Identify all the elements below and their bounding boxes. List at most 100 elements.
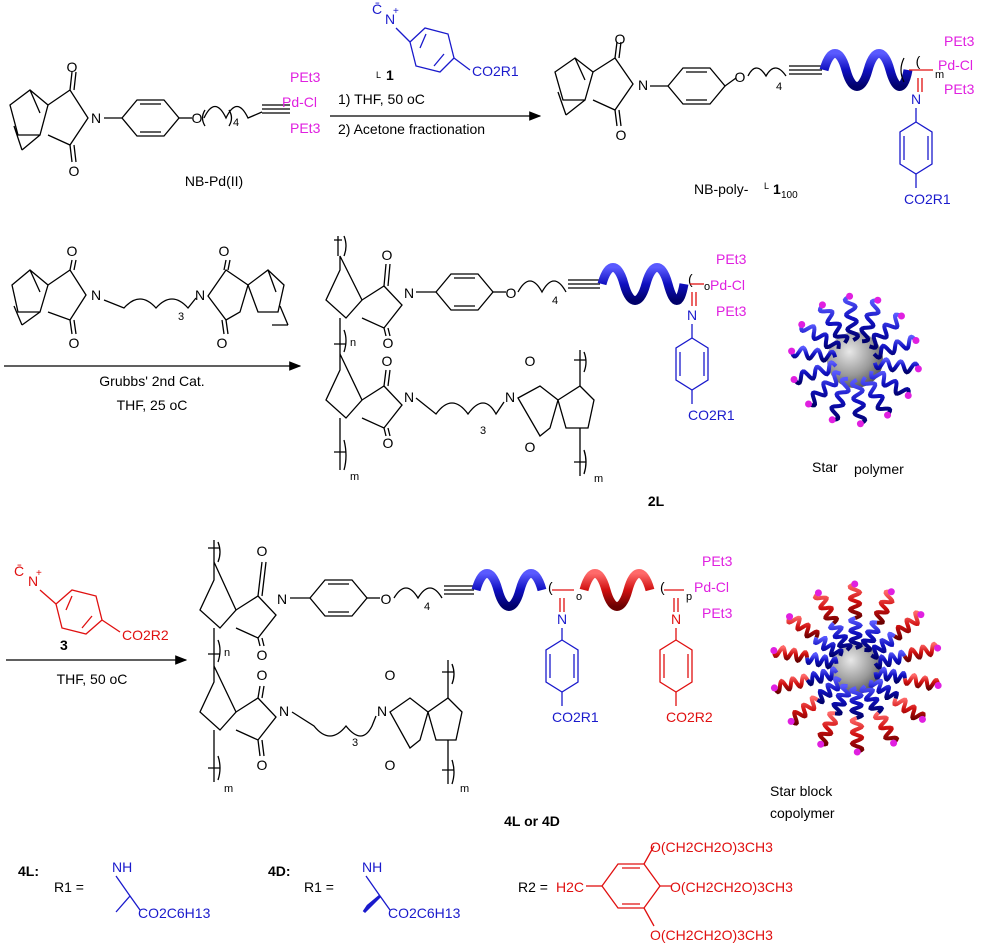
svg-text:100: 100 <box>781 190 798 201</box>
pd-complex-1: PEt3 Pd-Cl PEt3 <box>282 69 321 136</box>
nb-poly-structure: O O N O 4 ( m N CO2R1 <box>554 31 951 207</box>
blue-helix-arm <box>872 334 918 360</box>
svg-text:O: O <box>67 243 78 259</box>
chain-end-dot <box>897 312 905 320</box>
chain-end-dot <box>918 715 926 723</box>
svg-text:O: O <box>219 243 230 259</box>
red-helix-arm <box>872 711 900 745</box>
pd-complex-3: PEt3 Pd-Cl PEt3 <box>710 251 747 319</box>
svg-text:Pd-Cl: Pd-Cl <box>694 579 729 595</box>
svg-text:3: 3 <box>178 311 184 323</box>
svg-text:N: N <box>277 591 287 607</box>
polymer-4-structure: O O N O 4 ( o N CO2R1 ( p N CO2R2 n <box>199 540 713 795</box>
blue-helix-arm <box>848 616 863 650</box>
svg-text:O(CH2CH2O)3CH3: O(CH2CH2O)3CH3 <box>650 927 773 943</box>
svg-text:R1 =: R1 = <box>54 879 84 895</box>
chain-end-dot <box>828 416 836 424</box>
svg-text:3: 3 <box>352 737 358 749</box>
core-sphere <box>827 332 883 388</box>
chain-end-dot <box>786 613 794 621</box>
red-helix-arm <box>772 673 810 695</box>
chain-end-dot <box>805 400 813 408</box>
svg-text:4: 4 <box>424 601 430 613</box>
chain-end-dot <box>853 748 861 756</box>
svg-text:m: m <box>594 473 603 485</box>
svg-text:Pd-Cl: Pd-Cl <box>710 277 745 293</box>
svg-text:CO2R1: CO2R1 <box>688 407 735 423</box>
svg-text:PEt3: PEt3 <box>702 605 733 621</box>
svg-text:m: m <box>350 471 359 483</box>
polymer-2L-structure: O O N O 4 ( o N CO2R1 n O O N 3 N O <box>325 235 735 485</box>
blue-helix-arm <box>842 294 861 342</box>
blue-helix-arm <box>831 683 852 716</box>
chain-end-dot <box>917 611 925 619</box>
svg-text:C̄: C̄ <box>372 1 382 17</box>
star-block-copolymer-graphic <box>770 580 942 756</box>
svg-text:PEt3: PEt3 <box>716 251 747 267</box>
svg-text:4L:: 4L: <box>18 863 39 879</box>
chain-end-dot <box>890 739 898 747</box>
blue-helix-arm <box>859 684 885 715</box>
svg-text:+: + <box>393 6 399 17</box>
svg-text:n: n <box>350 337 356 349</box>
blue-helix-arm <box>817 303 850 344</box>
svg-text:R1 =: R1 = <box>304 879 334 895</box>
chain-end-dot <box>874 296 882 304</box>
helix-red-1 <box>579 569 655 611</box>
step2-condition-a: Grubbs' 2nd Cat. <box>99 373 204 389</box>
svg-text:CO2R1: CO2R1 <box>904 191 951 207</box>
red-helix-arm <box>893 610 922 641</box>
chain-end-dot <box>787 717 795 725</box>
svg-text:O(CH2CH2O)3CH3: O(CH2CH2O)3CH3 <box>650 839 773 855</box>
svg-text:(: ( <box>660 579 665 595</box>
svg-text:N: N <box>638 77 648 93</box>
blue-helix-arm <box>789 345 838 363</box>
step2-condition-b: THF, 25 oC <box>117 397 188 413</box>
nb-pd-label: NB-Pd(II) <box>185 173 243 189</box>
monomer1-ester: CO2R1 <box>472 63 519 79</box>
step1-condition-a: 1) THF, 50 oC <box>338 91 425 107</box>
red-helix-arm <box>892 697 926 721</box>
svg-text:O: O <box>385 667 396 683</box>
blue-helix-arm <box>859 298 881 344</box>
svg-text:PEt3: PEt3 <box>716 303 747 319</box>
svg-text:CO2C6H13: CO2C6H13 <box>138 905 211 921</box>
blue-helix-arm <box>849 378 868 426</box>
chain-end-dot <box>798 320 806 328</box>
red-helix-arm <box>902 641 940 663</box>
star-polymer-graphic <box>788 292 922 428</box>
blue-helix-arm <box>860 620 881 653</box>
svg-text:O: O <box>67 59 78 75</box>
svg-text:O: O <box>257 757 268 773</box>
red-helix-arm <box>786 615 820 639</box>
red-helix-arm <box>902 673 941 691</box>
r1-4L-definition: 4L: R1 = NH CO2C6H13 <box>18 859 211 921</box>
chain-end-dot <box>887 588 895 596</box>
svg-text:CO2R2: CO2R2 <box>666 709 713 725</box>
svg-text:N: N <box>91 287 101 303</box>
blue-helix-arm <box>873 649 907 670</box>
blue-helix-arm <box>860 376 893 417</box>
svg-text:4: 4 <box>552 295 558 307</box>
svg-text:4: 4 <box>776 81 782 93</box>
nb-pd-structure: O O N O 4 <box>9 59 290 179</box>
svg-text:N: N <box>28 573 38 589</box>
svg-text:PEt3: PEt3 <box>944 81 975 97</box>
svg-text:N: N <box>279 703 289 719</box>
svg-text:N: N <box>404 285 414 301</box>
chain-end-dot <box>770 684 778 692</box>
svg-text:L: L <box>764 181 769 191</box>
blue-helix-arm <box>829 376 851 422</box>
svg-text:N: N <box>687 307 697 323</box>
chain-end-dot <box>912 337 920 345</box>
red-helix-arm <box>812 591 840 625</box>
svg-text:O: O <box>382 353 393 369</box>
blue-helix-arm <box>816 676 842 705</box>
svg-text:N: N <box>671 611 681 627</box>
svg-text:O: O <box>383 435 394 451</box>
blue-helix-arm <box>807 370 842 408</box>
svg-text:CO2R1: CO2R1 <box>552 709 599 725</box>
svg-text:Pd-Cl: Pd-Cl <box>938 57 973 73</box>
red-helix-arm <box>847 582 863 620</box>
svg-text:4D:: 4D: <box>268 863 291 879</box>
